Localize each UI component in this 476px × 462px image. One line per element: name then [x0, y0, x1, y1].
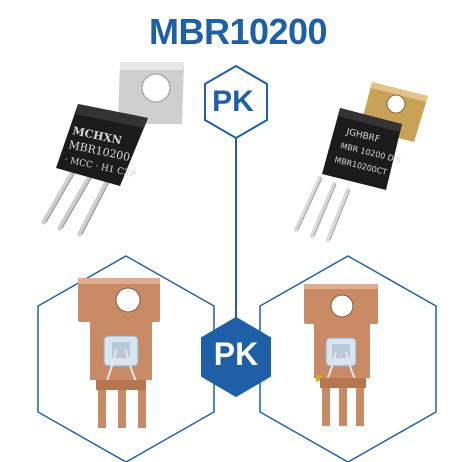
right-leadframe: [304, 284, 378, 426]
badge-center-label: PK: [213, 336, 259, 372]
left-leadframe: [78, 278, 160, 428]
right-lead-3: [356, 388, 364, 426]
left-tab-hole: [141, 73, 171, 103]
right-package-body: [322, 108, 402, 190]
product-title: MBR10200: [148, 11, 328, 52]
left-lead-2: [118, 390, 126, 428]
right-lead-1: [322, 388, 330, 426]
right-tab-hole: [386, 94, 406, 114]
left-leadframe-hole: [115, 287, 141, 313]
badge-center-hexagon: [201, 316, 271, 398]
right-leadframe-hole: [330, 294, 354, 318]
left-lead-1: [98, 390, 106, 428]
right-package-leads: [294, 176, 350, 242]
badge-top-hexagon: [204, 64, 268, 140]
right-to220-package: [294, 82, 428, 242]
right-lead-2: [339, 388, 347, 426]
left-package-body: [56, 104, 148, 186]
left-lead-3: [138, 390, 146, 428]
left-to220-package: [41, 62, 184, 237]
badge-top-label: PK: [212, 85, 254, 118]
